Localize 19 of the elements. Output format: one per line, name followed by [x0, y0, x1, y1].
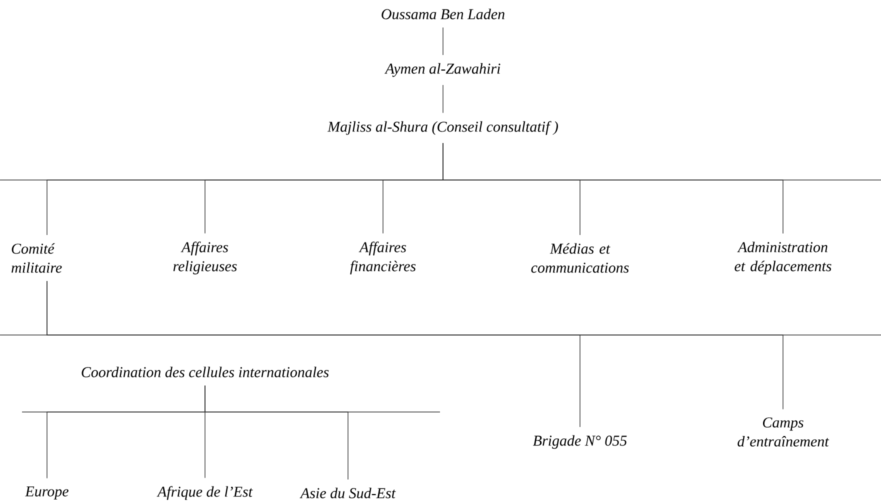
unit-label: Majliss al-Shura (Conseil consultatif ): [327, 121, 558, 135]
unit-label: Aymen al-Zawahiri: [384, 63, 500, 77]
unit-label: Comité militaire: [12, 243, 62, 273]
unit-label: Affaires religieuses: [173, 242, 237, 274]
unit-label: Afrique de l’Est: [156, 486, 253, 500]
unit-label: Affaires financières: [350, 242, 416, 274]
unit-label: Oussama Ben Laden: [382, 8, 504, 20]
unit-label: Europe: [25, 486, 68, 500]
unit-label: Asie du Sud-Est: [300, 488, 396, 498]
connector-line: [442, 27, 444, 56]
connector-line: [442, 142, 784, 234]
unit-label: Administration et déplacements: [734, 242, 832, 274]
connector-line: [46, 280, 784, 410]
unit-label: Camps d’entraînement: [738, 417, 830, 447]
connector-line: [442, 84, 444, 114]
connector-line: [204, 385, 348, 480]
unit-label: Médias et communications: [531, 243, 629, 273]
unit-label: Coordination des cellules internationales: [82, 366, 329, 378]
unit-label: Brigade N° 055: [532, 435, 627, 449]
